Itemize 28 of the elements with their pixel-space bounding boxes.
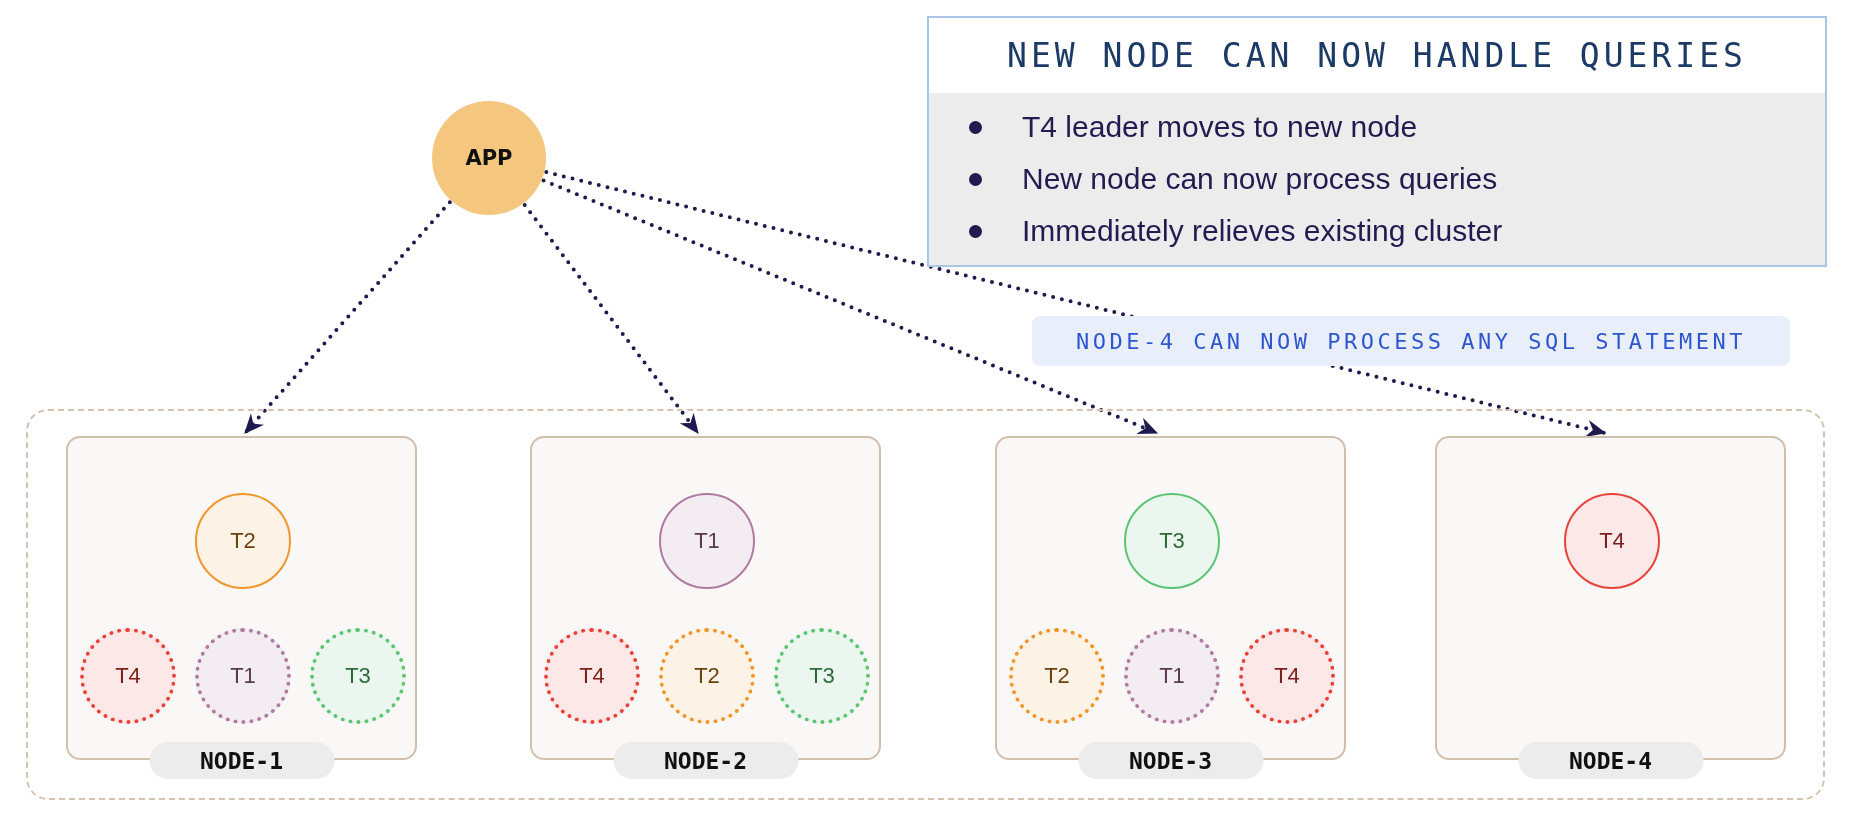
tablet-label: T2 (230, 528, 256, 554)
tablet-label: T3 (345, 663, 371, 689)
tablet-label: T4 (1599, 528, 1625, 554)
node-label: NODE-2 (613, 742, 798, 779)
node-label: NODE-4 (1518, 742, 1703, 779)
tablet-label: T1 (694, 528, 720, 554)
dotted-arrow (541, 178, 1159, 435)
dotted-arrow (243, 200, 452, 435)
tablet-label: T2 (1044, 663, 1070, 689)
panel-heading: NEW NODE CAN NOW HANDLE QUERIES (929, 18, 1825, 93)
tablet-label: T4 (1274, 663, 1300, 689)
tablet-label: T4 (115, 663, 141, 689)
node-label: NODE-1 (149, 742, 334, 779)
edge-label: NODE-4 CAN NOW PROCESS ANY SQL STATEMENT (1032, 316, 1790, 366)
tablet-label: T1 (1159, 663, 1185, 689)
bullet-item: T4 leader moves to new node (1022, 109, 1418, 145)
node-label: NODE-3 (1078, 742, 1263, 779)
dotted-arrow (522, 202, 700, 435)
bullet-item: New node can now process queries (1022, 161, 1498, 197)
app-label: APP (465, 146, 513, 170)
tablet-label: T4 (579, 663, 605, 689)
info-panel (927, 16, 1827, 267)
tablet-label: T1 (230, 663, 256, 689)
tablet-label: T3 (1159, 528, 1185, 554)
cluster-boundary (26, 409, 1825, 800)
tablet-label: T2 (694, 663, 720, 689)
bullet-item: Immediately relieves existing cluster (1022, 213, 1503, 249)
tablet-label: T3 (809, 663, 835, 689)
